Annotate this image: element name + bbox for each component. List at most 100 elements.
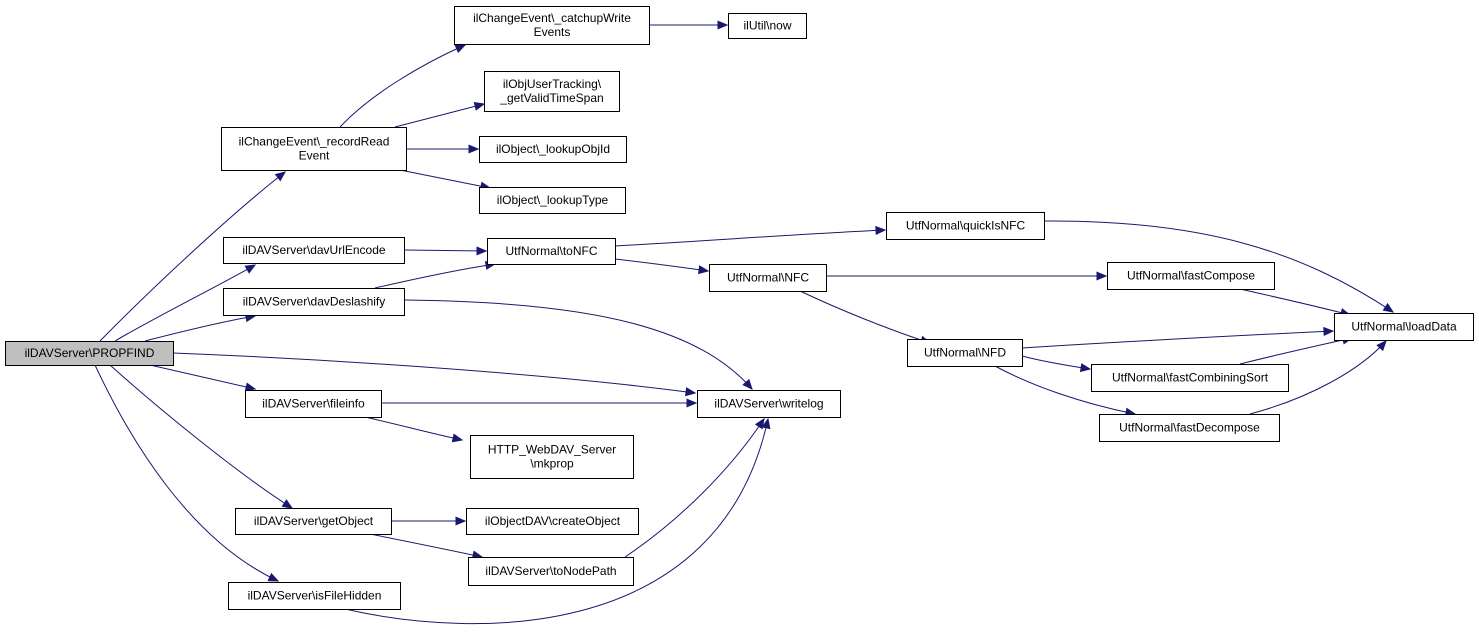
node-fileinfo[interactable]: ilDAVServer\fileinfo: [245, 390, 382, 418]
node-createObject[interactable]: ilObjectDAV\createObject: [466, 508, 639, 535]
edge-arrowhead: [717, 20, 729, 30]
node-davUrlEncode[interactable]: ilDAVServer\davUrlEncode: [223, 237, 405, 264]
edge-arrowhead: [281, 499, 294, 509]
edge-arrowhead: [761, 417, 771, 430]
node-label: UtfNormal\NFC: [727, 271, 809, 285]
edge-propfind-to-davDeslashify: [144, 313, 257, 342]
node-label: ilDAVServer\PROPFIND: [25, 346, 155, 360]
edge-arrowhead: [698, 265, 710, 275]
node-box: [697, 390, 841, 418]
node-mkprop[interactable]: HTTP_WebDAV_Server\mkprop: [470, 435, 634, 479]
edge-arrowhead: [274, 171, 287, 182]
node-fastCompose[interactable]: UtfNormal\fastCompose: [1107, 262, 1275, 290]
nodes-layer: ilDAVServer\PROPFIND ilChangeEvent\_recor…: [5, 6, 1474, 610]
node-label: \mkprop: [530, 457, 574, 471]
node-label: UtfNormal\NFD: [924, 346, 1006, 360]
node-box: [223, 237, 405, 264]
node-fastDecompose[interactable]: UtfNormal\fastDecompose: [1099, 414, 1280, 442]
edge-line: [614, 258, 709, 272]
edge-toNFC-to-quickIsNFC: [614, 225, 887, 247]
edge-propfind-to-fileinfo: [149, 364, 257, 392]
node-label: Event: [299, 149, 330, 163]
node-isFileHidden[interactable]: ilDAVServer\isFileHidden: [228, 582, 401, 610]
edge-arrowhead: [473, 101, 486, 111]
node-propfind[interactable]: ilDAVServer\PROPFIND: [5, 341, 174, 366]
node-box: [5, 341, 174, 366]
edge-line: [399, 169, 491, 189]
edge-line: [403, 249, 487, 252]
node-fastCombiningSort[interactable]: UtfNormal\fastCombiningSort: [1091, 364, 1289, 392]
edge-arrowhead: [455, 516, 467, 526]
node-box: [484, 71, 620, 112]
node-davDeslashify[interactable]: ilDAVServer\davDeslashify: [223, 288, 405, 316]
node-utilNow[interactable]: ilUtil\now: [728, 13, 807, 39]
node-label: UtfNormal\toNFC: [505, 244, 597, 258]
edge-nfd-to-loadData: [1021, 326, 1335, 349]
edge-propfind-to-getObject: [109, 364, 294, 509]
edge-line: [799, 290, 931, 344]
node-lookupType[interactable]: ilObject\_lookupType: [479, 187, 626, 214]
edge-arrowhead: [451, 433, 464, 443]
edge-line: [994, 365, 1136, 415]
node-label: UtfNormal\fastCombiningSort: [1112, 371, 1269, 385]
edge-fastDecompose-to-loadData: [1249, 340, 1387, 415]
edge-arrowhead: [1096, 271, 1108, 281]
node-toNodePath[interactable]: ilDAVServer\toNodePath: [468, 557, 634, 586]
edge-fileinfo-to-mkprop: [364, 416, 464, 443]
edge-davDeslashify-to-writelog: [403, 299, 753, 390]
node-getObject[interactable]: ilDAVServer\getObject: [235, 508, 392, 535]
edge-arrowhead: [476, 246, 488, 256]
node-label: ilChangeEvent\_catchupWrite: [473, 11, 631, 25]
node-quickIsNFC[interactable]: UtfNormal\quickIsNFC: [886, 212, 1045, 240]
edge-arrowhead: [754, 417, 765, 430]
edge-arrowhead: [244, 382, 257, 392]
edge-line: [394, 103, 485, 128]
node-nfc[interactable]: UtfNormal\NFC: [709, 264, 827, 292]
node-box: [1099, 414, 1280, 442]
edge-arrowhead: [1382, 302, 1395, 313]
node-label: ilUtil\now: [743, 19, 791, 33]
node-box: [466, 508, 639, 535]
node-box: [454, 6, 650, 45]
node-label: UtfNormal\quickIsNFC: [906, 219, 1026, 233]
node-lookupObjId[interactable]: ilObject\_lookupObjId: [479, 136, 627, 163]
node-nfd[interactable]: UtfNormal\NFD: [907, 339, 1023, 367]
node-loadData[interactable]: UtfNormal\loadData: [1334, 313, 1474, 341]
edge-arrowhead: [454, 44, 467, 53]
edge-arrowhead: [686, 398, 698, 408]
node-toNFC[interactable]: UtfNormal\toNFC: [487, 238, 616, 265]
edge-line: [344, 418, 769, 625]
edge-line: [374, 263, 496, 289]
edge-line: [109, 364, 293, 509]
node-box: [886, 212, 1045, 240]
edge-line: [624, 418, 765, 558]
node-box: [228, 582, 401, 610]
node-box: [1091, 364, 1289, 392]
node-box: [1107, 262, 1275, 290]
node-box: [245, 390, 382, 418]
edge-line: [144, 315, 256, 342]
edge-toNFC-to-nfc: [614, 258, 710, 275]
node-label: _getValidTimeSpan: [499, 91, 603, 105]
edge-line: [614, 229, 886, 247]
node-label: ilDAVServer\davDeslashify: [243, 295, 386, 309]
edge-recordRead-to-validTimeSpan: [394, 101, 486, 128]
edge-arrowhead: [875, 225, 887, 235]
edge-arrowhead: [1079, 363, 1092, 373]
node-validTimeSpan[interactable]: ilObjUserTracking\_getValidTimeSpan: [484, 71, 620, 112]
node-writelog[interactable]: ilDAVServer\writelog: [697, 390, 841, 418]
edge-arrowhead: [742, 378, 753, 390]
node-box: [221, 127, 407, 171]
node-box: [235, 508, 392, 535]
edge-fileinfo-to-writelog: [381, 398, 698, 408]
edge-recordRead-to-lookupObjId: [406, 144, 480, 154]
edge-arrowhead: [267, 572, 280, 582]
edge-davUrlEncode-to-toNFC: [403, 246, 488, 256]
node-box: [470, 435, 634, 479]
edge-arrowhead: [1376, 340, 1387, 352]
edge-recordRead-to-lookupType: [399, 169, 492, 191]
node-box: [223, 288, 405, 316]
